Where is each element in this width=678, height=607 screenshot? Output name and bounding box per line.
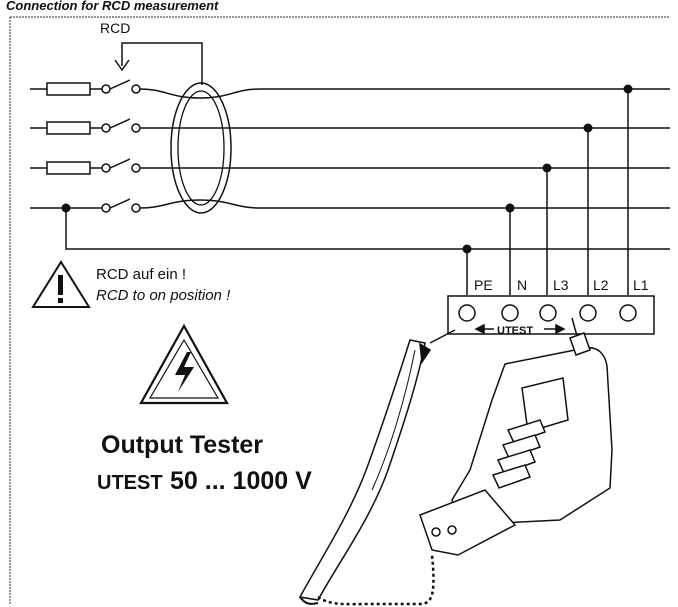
utest-arrow <box>474 323 566 335</box>
exclamation-triangle-icon <box>31 260 91 308</box>
voltage-tester-device <box>298 317 613 601</box>
drop-wires <box>466 89 629 295</box>
diagram-frame <box>9 16 670 605</box>
tester-cable <box>317 554 435 606</box>
rcd-toroid-outer <box>170 82 232 214</box>
rcd-toroid-inner <box>177 90 225 206</box>
output-range: 50 ... 1000 V <box>170 467 312 495</box>
junction-dots <box>462 84 633 254</box>
terminal-label-l2: L2 <box>593 277 609 293</box>
terminal-label-n: N <box>517 277 527 293</box>
terminal-label-pe: PE <box>474 277 493 293</box>
rcd-arrow <box>121 42 203 85</box>
terminal-sockets <box>458 304 637 322</box>
terminal-label-l1: L1 <box>633 277 649 293</box>
lightning-triangle-icon <box>139 323 229 405</box>
rcd-label: RCD <box>100 20 130 36</box>
conductor-l1 <box>30 79 670 99</box>
junction-dot <box>61 203 71 213</box>
utest-label: UTEST <box>497 325 533 337</box>
warning-text-de: RCD auf ein ! <box>96 266 186 283</box>
conductor-l2 <box>30 118 670 135</box>
conductor-n <box>30 198 670 213</box>
terminal-label-l3: L3 <box>553 277 569 293</box>
conductor-l3 <box>30 158 670 175</box>
header-title: Connection for RCD measurement <box>6 0 219 13</box>
pe-wire <box>65 208 670 250</box>
terminal-labels: PE N L3 L2 L1 <box>474 277 649 293</box>
output-title: Output Tester <box>101 431 263 459</box>
warning-text-en: RCD to on position ! <box>96 287 231 304</box>
output-utest-prefix: UTEST <box>97 472 163 494</box>
